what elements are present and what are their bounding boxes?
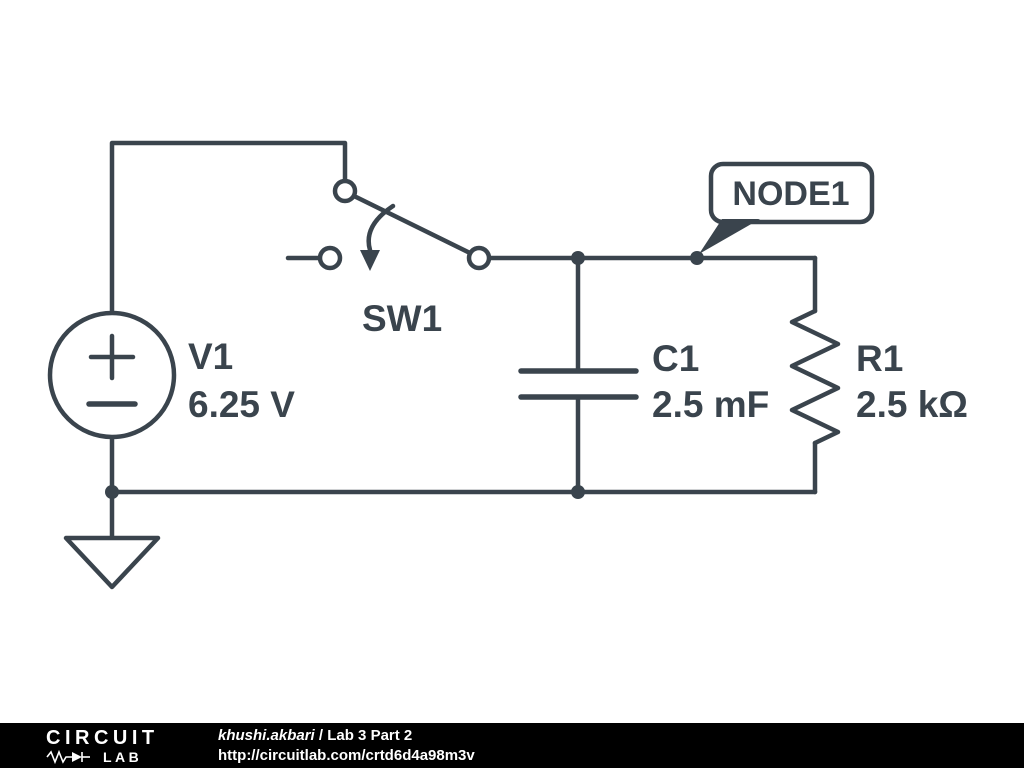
v1-value: 6.25 V	[188, 384, 295, 425]
footer-author: khushi.akbari	[218, 727, 315, 744]
logo-circuit-text: CIRCUIT	[46, 726, 159, 749]
sw1-arrowhead-icon	[360, 250, 380, 271]
sw1-pivot-terminal	[332, 178, 358, 204]
capacitor-c1: C1 2.5 mF	[518, 255, 769, 495]
footer-url: http://circuitlab.com/crtd6d4a98m3v	[218, 746, 475, 764]
switch-sw1: SW1	[285, 178, 492, 339]
node1-box	[708, 161, 875, 225]
footer-attribution-block: khushi.akbari / Lab 3 Part 2 http://circ…	[218, 726, 475, 765]
footer-title: Lab 3 Part 2	[327, 727, 413, 744]
circuitlab-logo: CIRCUIT LAB	[46, 728, 182, 764]
node1-label: NODE1	[732, 175, 849, 213]
junction-dot	[571, 485, 585, 499]
wire-top	[109, 140, 348, 317]
footer-attribution: khushi.akbari / Lab 3 Part 2	[218, 726, 475, 746]
sw1-blade	[351, 193, 473, 256]
c1-value: 2.5 mF	[652, 384, 769, 425]
junction-dots	[105, 251, 704, 499]
c1-designator: C1	[652, 338, 699, 379]
sw1-common-terminal	[466, 245, 492, 271]
logo-lab-text: LAB	[103, 748, 143, 765]
node1-pointer	[699, 219, 760, 254]
junction-dot	[571, 251, 585, 265]
circuit-schematic: V1 6.25 V SW1 C1 2.5 mF R1 2.5 kΩ NODE1	[47, 140, 968, 590]
junction-dot	[105, 485, 119, 499]
resistor-r1: R1 2.5 kΩ	[789, 255, 968, 495]
r1-designator: R1	[856, 338, 903, 379]
voltage-source-v1: V1 6.25 V	[47, 310, 295, 440]
r1-zigzag	[789, 308, 841, 446]
footer-bar: CIRCUIT LAB khushi.akbari / Lab 3 Part 2…	[0, 723, 1024, 768]
logo-waveform-diode-icon	[46, 749, 90, 764]
logo-second-line: LAB	[46, 748, 182, 765]
sw1-designator: SW1	[362, 298, 442, 339]
junction-dot	[690, 251, 704, 265]
sw1-motion-arrow	[366, 203, 396, 253]
wires	[109, 140, 818, 495]
r1-value: 2.5 kΩ	[856, 384, 968, 425]
v1-designator: V1	[188, 336, 233, 377]
node1-callout: NODE1	[699, 161, 875, 254]
sw1-open-terminal	[317, 245, 343, 271]
ground-symbol	[63, 489, 161, 590]
ground-triangle-icon	[63, 535, 161, 590]
footer-separator: /	[314, 727, 328, 744]
